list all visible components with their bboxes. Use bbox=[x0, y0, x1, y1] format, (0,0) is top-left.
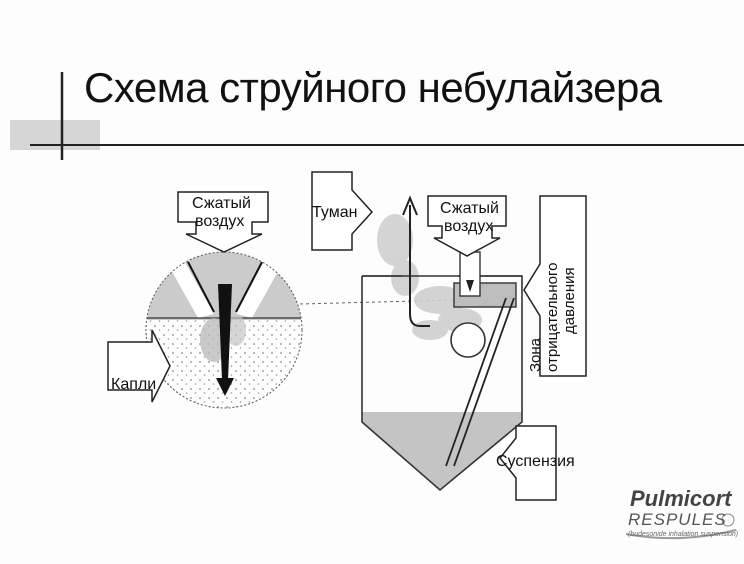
compressed-air-callout-right bbox=[427, 195, 507, 257]
mist-callout bbox=[311, 171, 374, 251]
negative-pressure-zone-line2: давления bbox=[561, 267, 578, 334]
slide-title: Схема струйного небулайзера bbox=[84, 64, 662, 111]
title-decoration bbox=[10, 72, 744, 160]
negative-pressure-callout bbox=[523, 195, 587, 377]
suspension-callout bbox=[499, 425, 557, 501]
jet-arrow-shaft bbox=[218, 284, 232, 380]
mist-cloud bbox=[377, 214, 482, 340]
logo-tagline: (budesonide inhalation suspension) bbox=[628, 531, 739, 538]
logo-swoosh bbox=[625, 529, 737, 540]
negative-pressure-zone-line1: Зона отрицательного bbox=[527, 262, 561, 372]
logo-brand: Pulmicort bbox=[630, 486, 732, 511]
logo-product: RESPULES bbox=[628, 510, 727, 529]
feed-tube-left bbox=[445, 297, 507, 467]
liquid-suspension bbox=[362, 412, 522, 490]
compressed-air-label-left-1: Сжатый bbox=[192, 195, 251, 212]
outlet-tube bbox=[409, 205, 430, 327]
compressed-air-label-right-2: воздух bbox=[444, 218, 494, 235]
outlet-arrow bbox=[402, 195, 418, 216]
logo-mark bbox=[721, 513, 735, 527]
magnifier-circle bbox=[145, 251, 303, 409]
droplets-label: Капли bbox=[111, 376, 157, 393]
mist-label: Туман bbox=[312, 204, 358, 221]
compressed-air-label-right-1: Сжатый bbox=[440, 200, 499, 217]
suspension-label: Суспензия bbox=[496, 453, 575, 470]
negative-pressure-zone-label: Зона отрицательного давления bbox=[527, 232, 578, 372]
droplets-callout bbox=[107, 329, 171, 403]
compressed-air-callout-left bbox=[177, 191, 269, 253]
compressed-air-label-left-2: воздух bbox=[195, 213, 245, 230]
baffle-ball bbox=[450, 322, 486, 358]
jet-arrow-head bbox=[216, 378, 234, 396]
feed-tube-right bbox=[453, 297, 515, 467]
right-nebulizer-cup bbox=[311, 171, 587, 501]
